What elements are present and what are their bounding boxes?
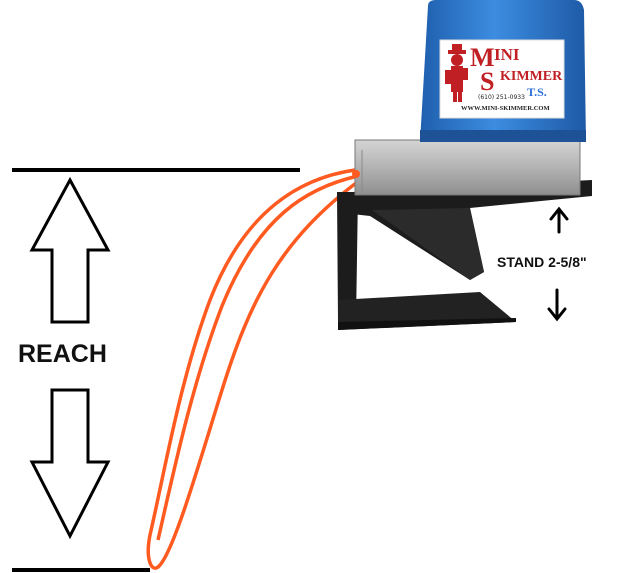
logo-url: WWW.MINI-SKIMMER.COM	[461, 105, 550, 112]
tube-fitting	[352, 170, 360, 178]
logo-ts-text: T.S.	[527, 85, 547, 99]
logo-letter-s: S	[480, 67, 494, 96]
stand-label: STAND 2-5/8"	[497, 254, 587, 270]
logo-mini-text: INI	[494, 45, 520, 64]
small-up-arrow-icon	[551, 209, 567, 232]
logo-skimmer-text: KIMMER	[500, 69, 563, 84]
logo-label: M INI S KIMMER T.S. (610) 251-0933 WWW.M…	[440, 40, 564, 118]
down-arrow-icon	[32, 390, 108, 536]
logo-phone: (610) 251-0933	[478, 94, 525, 101]
tube-loop	[148, 170, 360, 568]
reach-label: REACH	[18, 340, 107, 368]
small-down-arrow-icon	[549, 290, 565, 319]
aluminum-bar	[355, 140, 580, 195]
up-arrow-icon	[32, 180, 108, 322]
